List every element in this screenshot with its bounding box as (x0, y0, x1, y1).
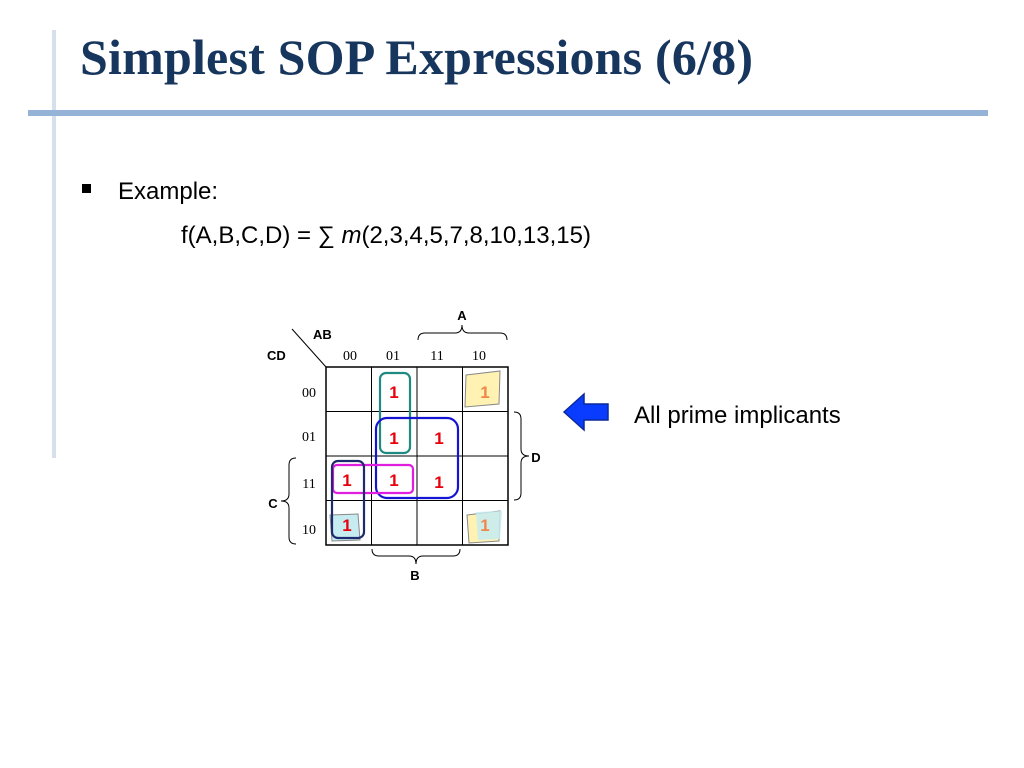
corner-label-cd: CD (267, 348, 286, 363)
column-label: 00 (343, 349, 357, 364)
cell-one: 1 (480, 383, 489, 402)
cell-one: 1 (480, 516, 489, 535)
row-label: 10 (302, 523, 316, 538)
variable-label-d: D (531, 450, 540, 465)
row-label: 11 (302, 477, 315, 492)
cell-one: 1 (389, 471, 398, 490)
variable-label-c: C (268, 496, 278, 511)
example-label: Example: (118, 178, 219, 205)
title-underline (28, 110, 988, 116)
column-label: 01 (386, 349, 400, 364)
brace-a (417, 324, 508, 341)
corner-group-bottom-right-cyan (476, 511, 502, 540)
bullet-square-icon (82, 184, 91, 193)
minterm-list: (2,3,4,5,7,8,10,13,15) (361, 222, 591, 249)
column-label: 11 (430, 349, 443, 364)
sum-symbol: ∑ (317, 222, 335, 249)
group-blue-loop (374, 416, 460, 500)
corner-diagonal (291, 328, 327, 368)
prime-implicants-label: All prime implicants (634, 402, 841, 429)
function-formula: f(A,B,C,D) = ∑ m(2,3,4,5,7,8,10,13,15) (181, 222, 591, 250)
variable-label-a: A (457, 308, 467, 323)
brace-c (280, 457, 297, 545)
corner-group-top-right (464, 370, 501, 408)
row-label: 00 (302, 386, 316, 401)
column-label: 10 (472, 349, 486, 364)
cell-one: 1 (434, 429, 443, 448)
cell-one: 1 (389, 383, 398, 402)
cell-one: 1 (389, 429, 398, 448)
cell-one: 1 (434, 473, 443, 492)
variable-label-b: B (410, 568, 419, 583)
kmap-grid (325, 366, 509, 546)
group-teal-loop (378, 371, 412, 455)
left-arrow-icon (562, 392, 609, 432)
cell-one: 1 (342, 516, 351, 535)
corner-label-ab: AB (313, 327, 332, 342)
slide-title: Simplest SOP Expressions (6/8) (80, 29, 754, 85)
row-label: 01 (302, 430, 316, 445)
formula-lhs: f(A,B,C,D) = (181, 222, 318, 249)
minterm-symbol: m (341, 222, 362, 249)
left-accent-rule (52, 30, 56, 458)
brace-b (371, 548, 461, 565)
group-navy-loop (330, 459, 366, 540)
cell-one: 1 (342, 471, 351, 490)
brace-d (513, 411, 530, 501)
